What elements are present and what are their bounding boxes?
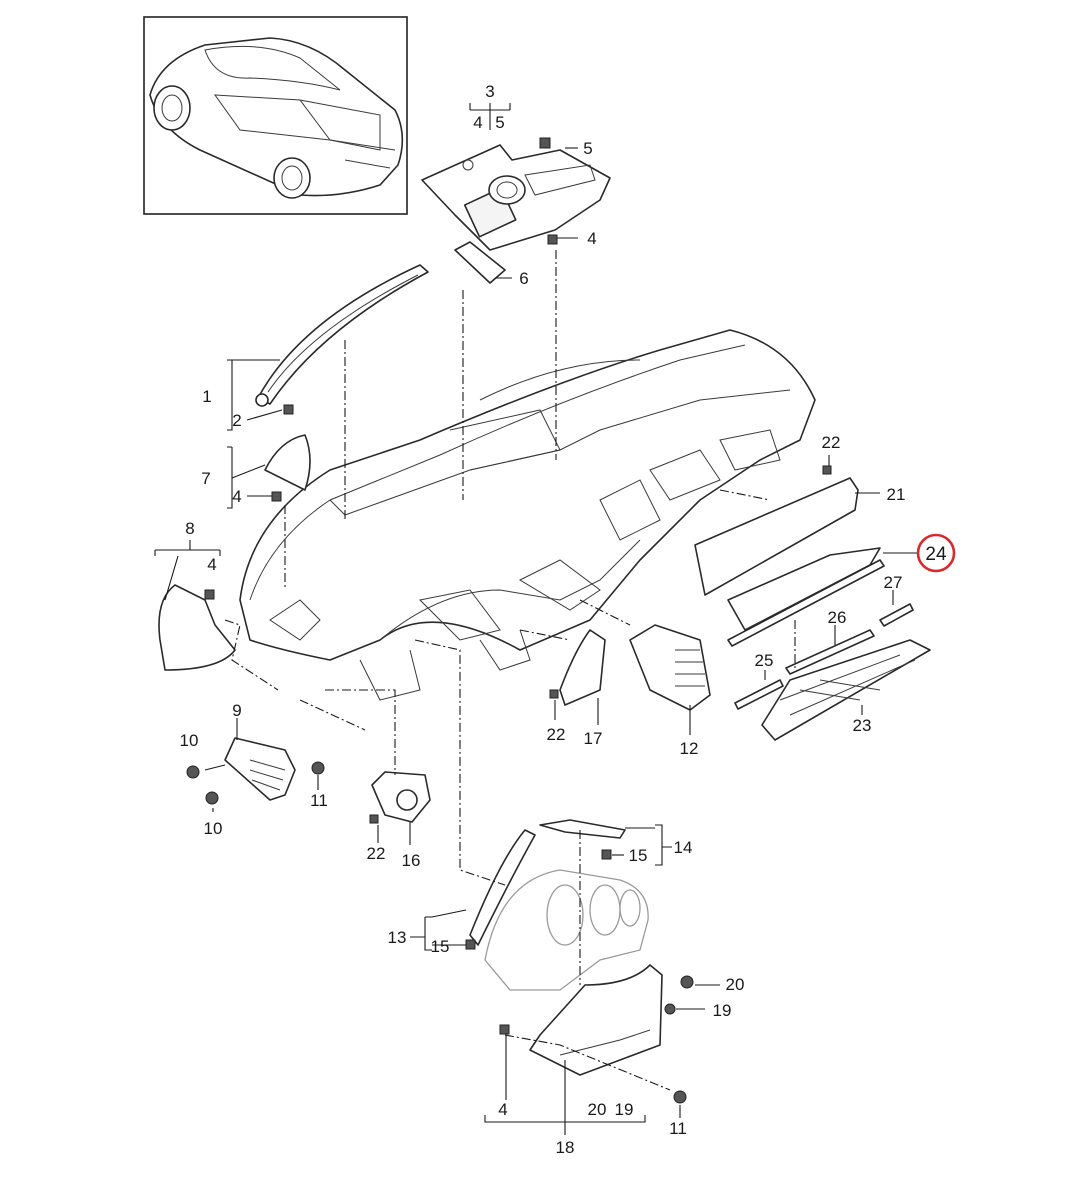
callout-23: 23 xyxy=(853,716,872,735)
callout-6: 6 xyxy=(519,269,528,288)
part-8-side-panel xyxy=(158,584,236,671)
callout-19: 19 xyxy=(713,1001,732,1020)
callout-18-sub-19: 19 xyxy=(615,1100,634,1119)
callout-27: 27 xyxy=(884,573,903,592)
callout-13: 13 xyxy=(388,928,407,947)
vehicle-thumbnail xyxy=(143,16,408,215)
part-7-end-cap xyxy=(264,434,311,491)
callout-9: 9 xyxy=(232,701,241,720)
highlight-circle-24 xyxy=(916,533,956,573)
part-9-left-vent xyxy=(224,737,296,801)
part-12-center-vent xyxy=(629,624,711,711)
callout-15-left: 15 xyxy=(431,937,450,956)
callout-22-right: 22 xyxy=(822,433,841,452)
callout-22-center: 22 xyxy=(547,725,566,744)
callout-4-top: 4 xyxy=(587,229,596,248)
part-3-upper-cover xyxy=(421,144,611,251)
callout-26: 26 xyxy=(828,608,847,627)
callout-5: 5 xyxy=(583,139,592,158)
callout-22-lower: 22 xyxy=(367,844,386,863)
instrument-cluster-group xyxy=(469,819,663,1076)
callout-15-right: 15 xyxy=(629,846,648,865)
callout-18-sub-20: 20 xyxy=(588,1100,607,1119)
callout-25: 25 xyxy=(755,651,774,670)
fasteners-10-11 xyxy=(186,761,687,1104)
callout-3-sub-4: 4 xyxy=(473,113,482,132)
leader-lines xyxy=(154,103,918,1135)
callout-8-sub-4: 4 xyxy=(207,555,216,574)
callout-17: 17 xyxy=(584,729,603,748)
clips xyxy=(204,137,832,1035)
dashboard-carrier xyxy=(239,329,816,701)
callout-18: 18 xyxy=(556,1138,575,1157)
callout-14: 14 xyxy=(674,838,693,857)
callout-4-left: 4 xyxy=(232,487,241,506)
callout-18-sub-4: 4 xyxy=(498,1100,507,1119)
callout-12: 12 xyxy=(680,739,699,758)
callout-3: 3 xyxy=(485,82,494,101)
callout-10-lower: 10 xyxy=(204,819,223,838)
callout-11-left: 11 xyxy=(310,791,328,810)
callout-24: 24 xyxy=(925,544,947,565)
glovebox-trim-group xyxy=(694,477,931,741)
callout-labels: 3 4 5 5 4 6 1 2 7 4 8 4 9 10 10 11 12 13… xyxy=(180,82,947,1157)
part-1-defroster-vent xyxy=(255,264,429,407)
callout-16: 16 xyxy=(402,851,421,870)
callout-3-sub-5: 5 xyxy=(495,113,504,132)
callout-2: 2 xyxy=(232,411,241,430)
assembly-lines xyxy=(224,250,796,1091)
part-6-small-vent xyxy=(454,241,506,284)
callout-10-upper: 10 xyxy=(180,731,199,750)
callout-1: 1 xyxy=(202,387,211,406)
part-16-trim xyxy=(371,771,431,823)
callout-11-bottom: 11 xyxy=(669,1119,687,1138)
callout-21: 21 xyxy=(887,485,906,504)
part-17-trim xyxy=(559,629,606,706)
callout-20: 20 xyxy=(726,975,745,994)
callout-8: 8 xyxy=(185,519,194,538)
callout-7: 7 xyxy=(201,469,210,488)
